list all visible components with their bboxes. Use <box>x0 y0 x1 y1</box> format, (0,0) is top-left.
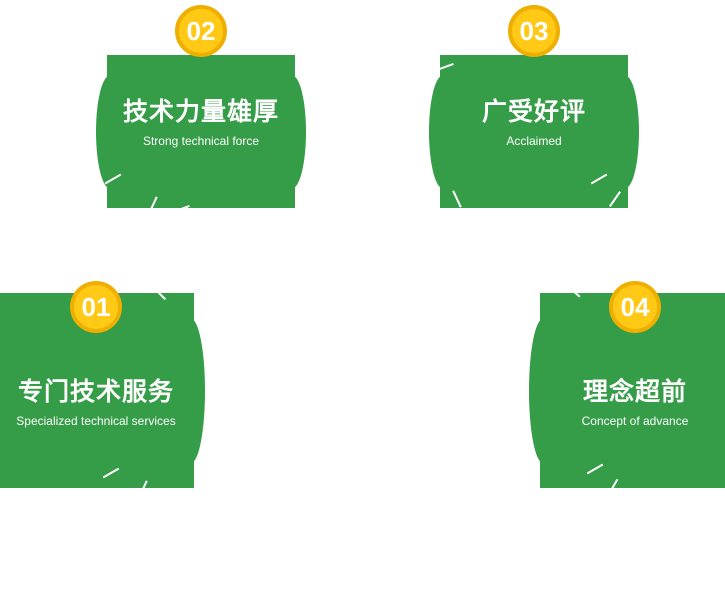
feature-card-specialized-technical-services: 01 专门技术服务 Specialized technical services <box>0 281 194 488</box>
sparkle-line-icon <box>57 276 69 294</box>
card-subtitle: Specialized technical services <box>16 414 176 428</box>
number-badge-icon: 04 <box>609 281 661 333</box>
card-content: 技术力量雄厚 Strong technical force <box>123 97 279 148</box>
number-badge-icon: 01 <box>70 281 122 333</box>
feature-card-acclaimed: 03 广受好评 Acclaimed <box>440 5 628 208</box>
card-title: 技术力量雄厚 <box>122 98 279 126</box>
card-title: 广受好评 <box>481 98 586 126</box>
badge-number: 03 <box>519 16 549 46</box>
card-title: 理念超前 <box>582 378 687 406</box>
badge-number: 01 <box>81 292 111 322</box>
sparkle-line-icon <box>449 26 457 44</box>
sparkle-line-icon <box>275 41 293 53</box>
number-badge-icon: 02 <box>175 5 227 57</box>
card-subtitle: Strong technical force <box>142 134 260 148</box>
feature-card-concept-of-advance: 04 理念超前 Concept of advance <box>540 281 725 488</box>
card-content: 专门技术服务 Specialized technical services <box>16 377 175 428</box>
card-content: 理念超前 Concept of advance <box>582 377 689 428</box>
number-badge-icon: 03 <box>508 5 560 57</box>
feature-card-strong-technical-force: 02 技术力量雄厚 Strong technical force <box>107 5 295 208</box>
card-title: 专门技术服务 <box>17 378 174 406</box>
card-subtitle: Acclaimed <box>506 134 562 148</box>
card-content: 广受好评 Acclaimed <box>482 97 586 148</box>
badge-number: 04 <box>620 292 650 322</box>
card-subtitle: Concept of advance <box>581 414 689 428</box>
badge-number: 02 <box>186 16 216 46</box>
